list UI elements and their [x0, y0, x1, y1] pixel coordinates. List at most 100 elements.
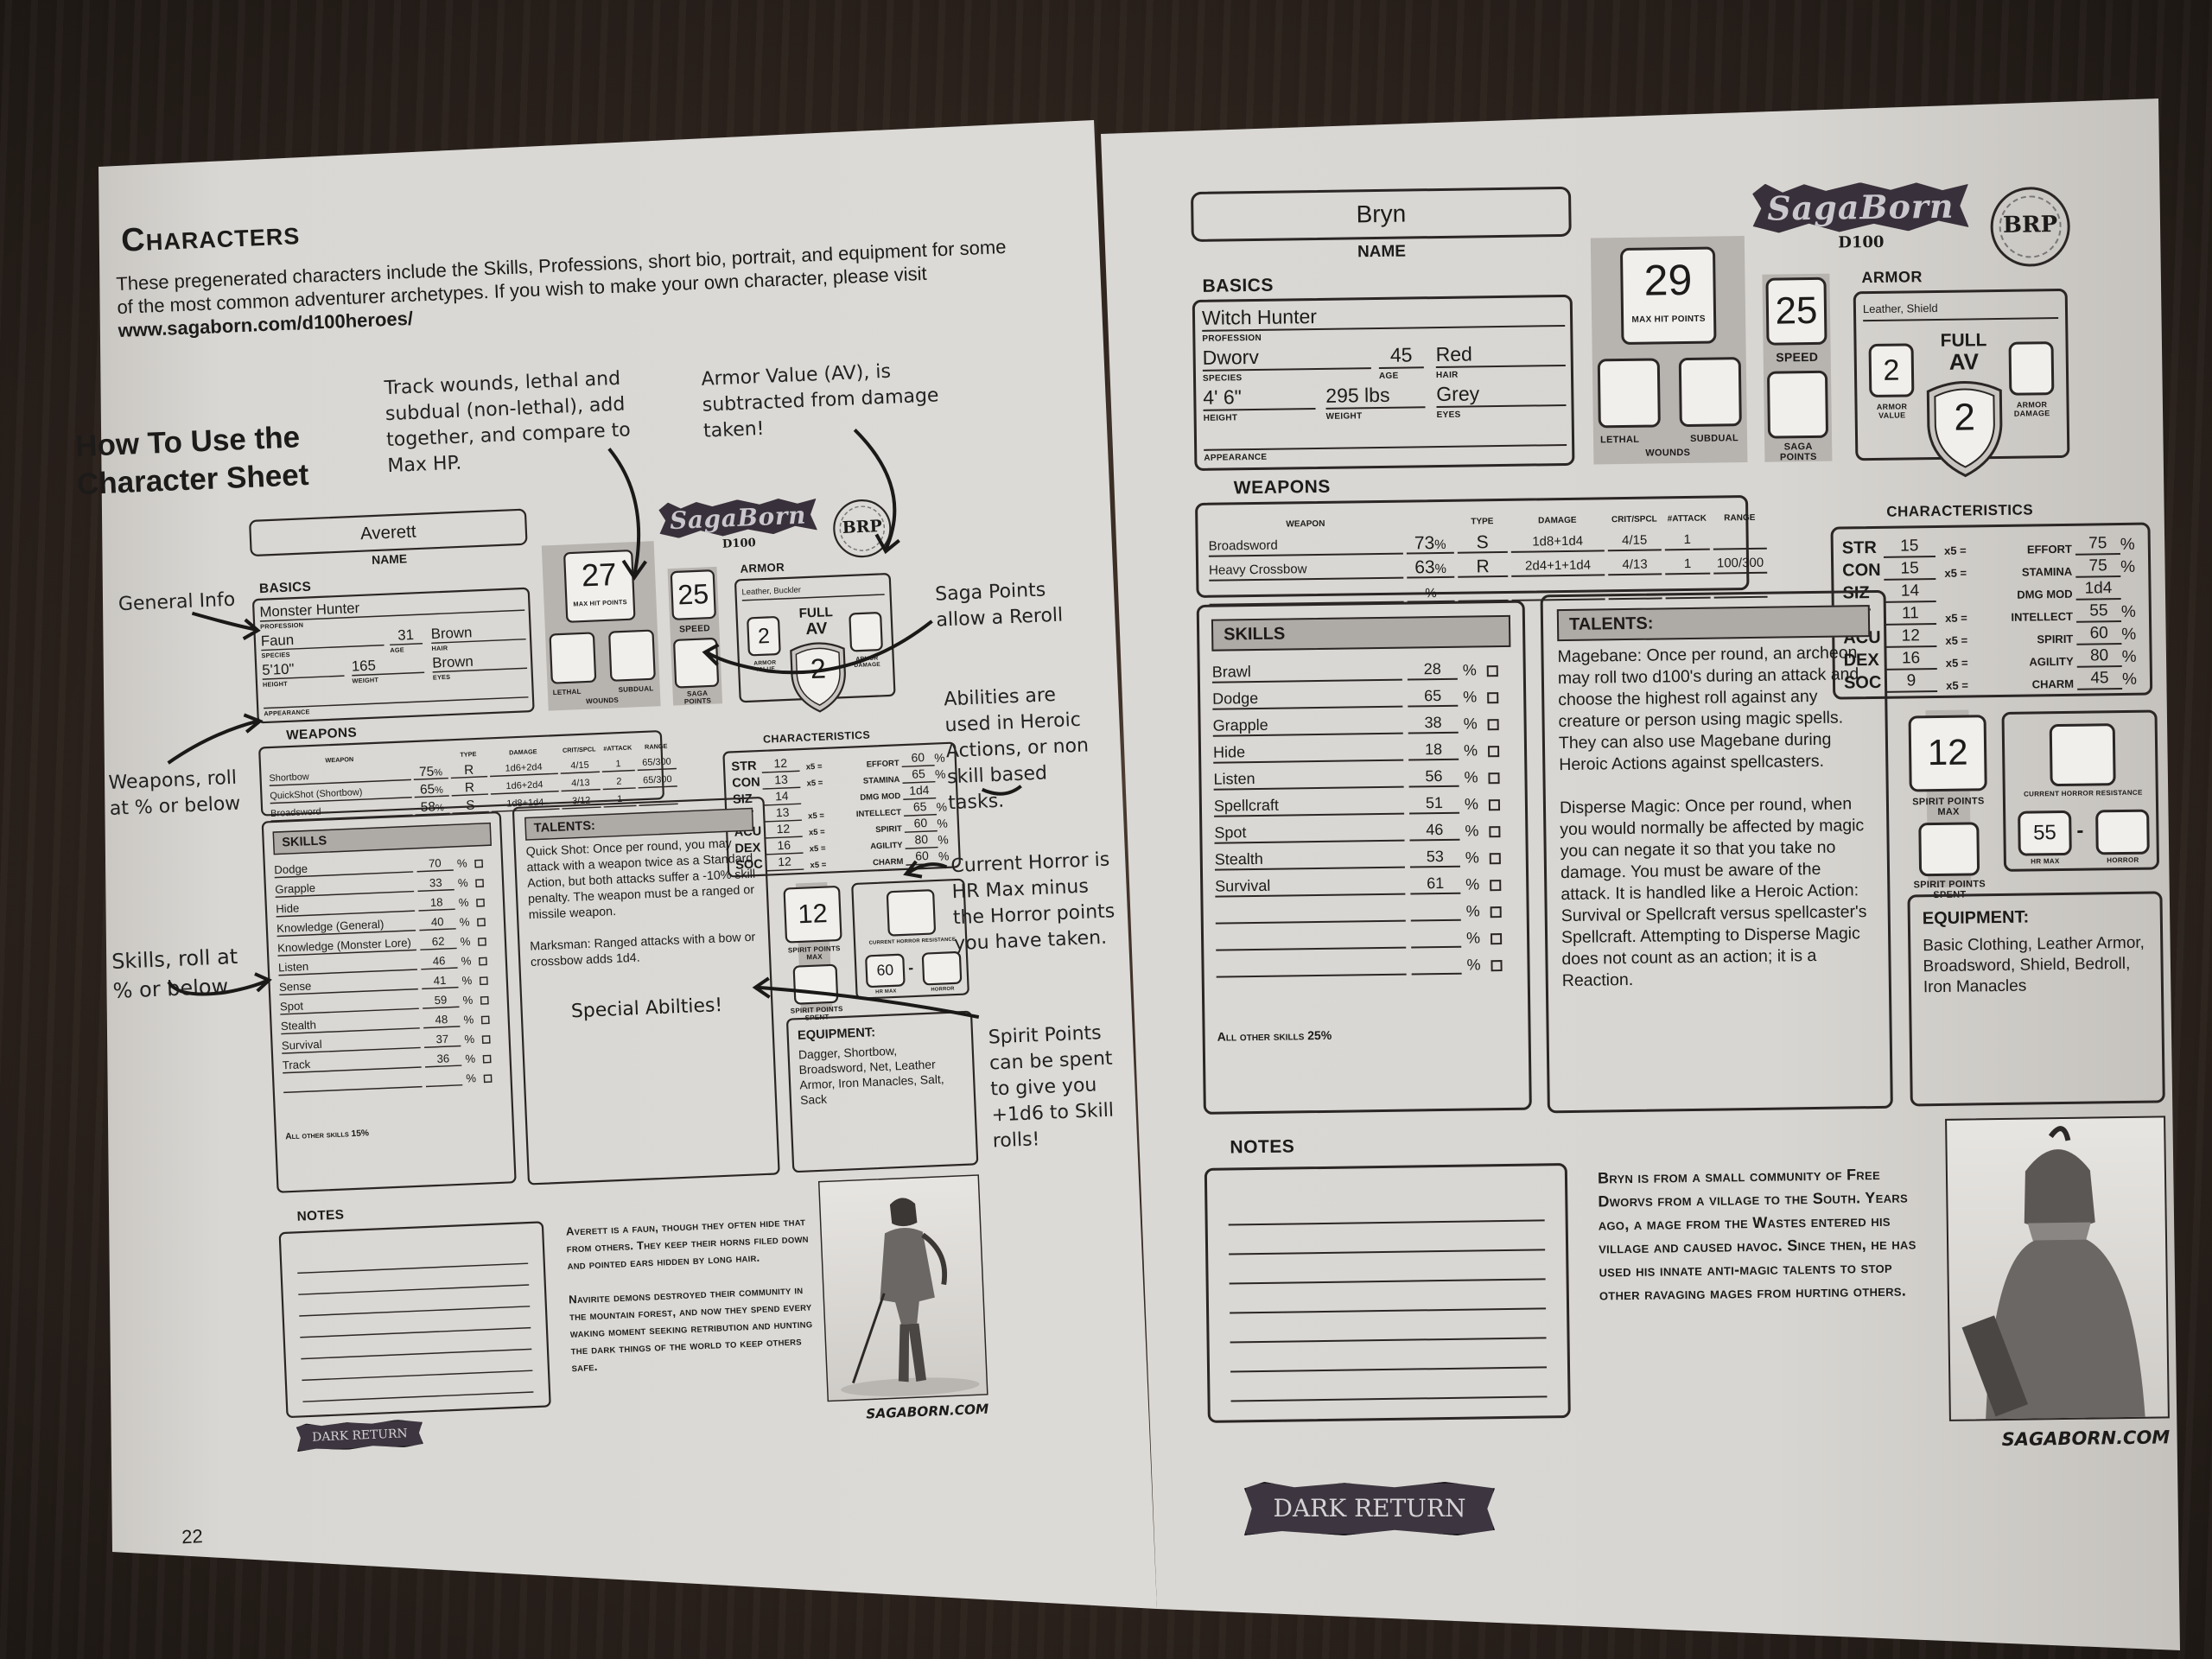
notes-line: [1228, 1192, 1545, 1226]
subdual-box: [1678, 357, 1742, 428]
pct-sign: %: [1464, 795, 1479, 813]
weight-value: 295 lbs: [1325, 383, 1390, 407]
derived-label: SPIRIT: [2037, 632, 2074, 646]
hr-max-label: HR MAX: [2031, 857, 2060, 866]
skill-name: Listen: [1213, 767, 1404, 791]
skill-value: 65: [1408, 686, 1459, 708]
armor-desc-field: Leather, Shield: [1862, 294, 2059, 322]
skill-value: 53: [1409, 847, 1460, 868]
talents-box: TALENTS:Magebane: Once per round, an arc…: [1540, 589, 1893, 1114]
weapon-range: [1713, 528, 1767, 550]
arrow-general-info: [191, 611, 261, 641]
derived-label: INTELLECT: [2011, 609, 2074, 624]
skill-checkbox: [1490, 880, 1502, 892]
pct-sign: %: [2120, 557, 2136, 577]
arrow-saga-points: [702, 620, 933, 675]
notes-line: [1229, 1250, 1546, 1285]
weapon-name: Broadsword: [1208, 533, 1403, 557]
weapons-col-header: DAMAGE: [1538, 515, 1577, 526]
characteristics-label: CHARACTERISTICS: [1886, 501, 2034, 520]
char-value: 9: [1885, 671, 1938, 693]
armor-damage-label: ARMOR DAMAGE: [2013, 400, 2050, 418]
armor-value: 2: [1883, 353, 1900, 387]
derived-label: AGILITY: [2029, 654, 2074, 669]
skill-value: [1411, 972, 1462, 976]
pct-sign: %: [1463, 741, 1478, 760]
weight-label: WEIGHT: [1325, 411, 1363, 422]
height-label: HEIGHT: [1203, 413, 1238, 423]
char-abbr: CON: [1842, 560, 1881, 581]
character-name: Bryn: [1356, 200, 1407, 228]
name-box: Bryn: [1191, 186, 1572, 242]
pct-sign: %: [1465, 822, 1479, 840]
weapon-type: [1458, 580, 1509, 602]
current-horror-label: CURRENT HORROR RESISTANCE: [2023, 788, 2143, 798]
weapon-percent: %: [1407, 581, 1455, 603]
arrow-weapons: [167, 713, 264, 765]
talent-text: Disperse Magic: Once per round, when you…: [1559, 794, 1867, 991]
weapon-name: Heavy Crossbow: [1208, 557, 1404, 582]
arrow-armor: [853, 429, 900, 555]
skill-checkbox: [1488, 772, 1500, 785]
speed-label: SPEED: [1776, 349, 1819, 365]
saga-points-box: [1766, 370, 1829, 439]
weapon-type: R: [1457, 556, 1509, 578]
char-value: 15: [1883, 537, 1936, 558]
lethal-box: [1597, 358, 1661, 429]
max-hp-label: MAX HIT POINTS: [1631, 314, 1706, 325]
shield-icon: [1926, 381, 2003, 478]
skill-name: Stealth: [1214, 848, 1405, 871]
all-other-skills: All other skills 25%: [1217, 1027, 1332, 1044]
skill-value: 61: [1410, 874, 1461, 895]
skill-checkbox: [1489, 826, 1501, 838]
pct-sign: %: [1465, 929, 1481, 947]
skill-checkbox: [1487, 719, 1499, 731]
lethal-label: LETHAL: [1599, 434, 1640, 446]
armor-damage-box: [2008, 341, 2055, 396]
skill-row-blank: %: [1216, 920, 1515, 951]
hair-field: Red: [1435, 338, 1566, 369]
notes-line: [1228, 1221, 1546, 1255]
profession-field: Witch Hunter: [1201, 298, 1566, 332]
derived-label: DMG MOD: [2017, 587, 2073, 601]
pct-sign: %: [1434, 537, 1446, 553]
basics-label: BASICS: [1202, 275, 1274, 296]
full-av-value: 2: [1954, 396, 1976, 439]
logo-text: SagaBorn: [1766, 186, 1955, 228]
pct-sign: %: [2120, 602, 2136, 622]
skill-checkbox: [1489, 853, 1501, 865]
arrow-skills: [167, 972, 272, 996]
spirit-max-box: 12: [1908, 715, 1987, 792]
char-value: 16: [1885, 648, 1937, 671]
weapons-col-header: TYPE: [1471, 517, 1494, 527]
notes-label: NOTES: [1230, 1136, 1295, 1158]
eyes-field: Grey: [1436, 378, 1567, 409]
pct-sign: %: [1465, 849, 1479, 867]
hair-value: Red: [1435, 342, 1473, 366]
x5-label: x5 =: [1943, 543, 1967, 557]
skill-checkbox: [1486, 665, 1498, 677]
brp-seal: BRP: [1990, 186, 2071, 268]
notes-line: [1230, 1368, 1548, 1402]
page-number: 22: [181, 1525, 204, 1548]
weapons-label: WEAPONS: [1233, 476, 1331, 499]
species-label: SPECIES: [1202, 373, 1243, 384]
skill-checkbox: [1488, 799, 1501, 811]
pct-sign: %: [1463, 688, 1478, 706]
derived-value: 1d4: [2075, 579, 2121, 601]
derived-value: 80: [2076, 646, 2122, 668]
age-label: AGE: [1378, 371, 1399, 381]
weapon-percent: 63%: [1406, 556, 1455, 579]
